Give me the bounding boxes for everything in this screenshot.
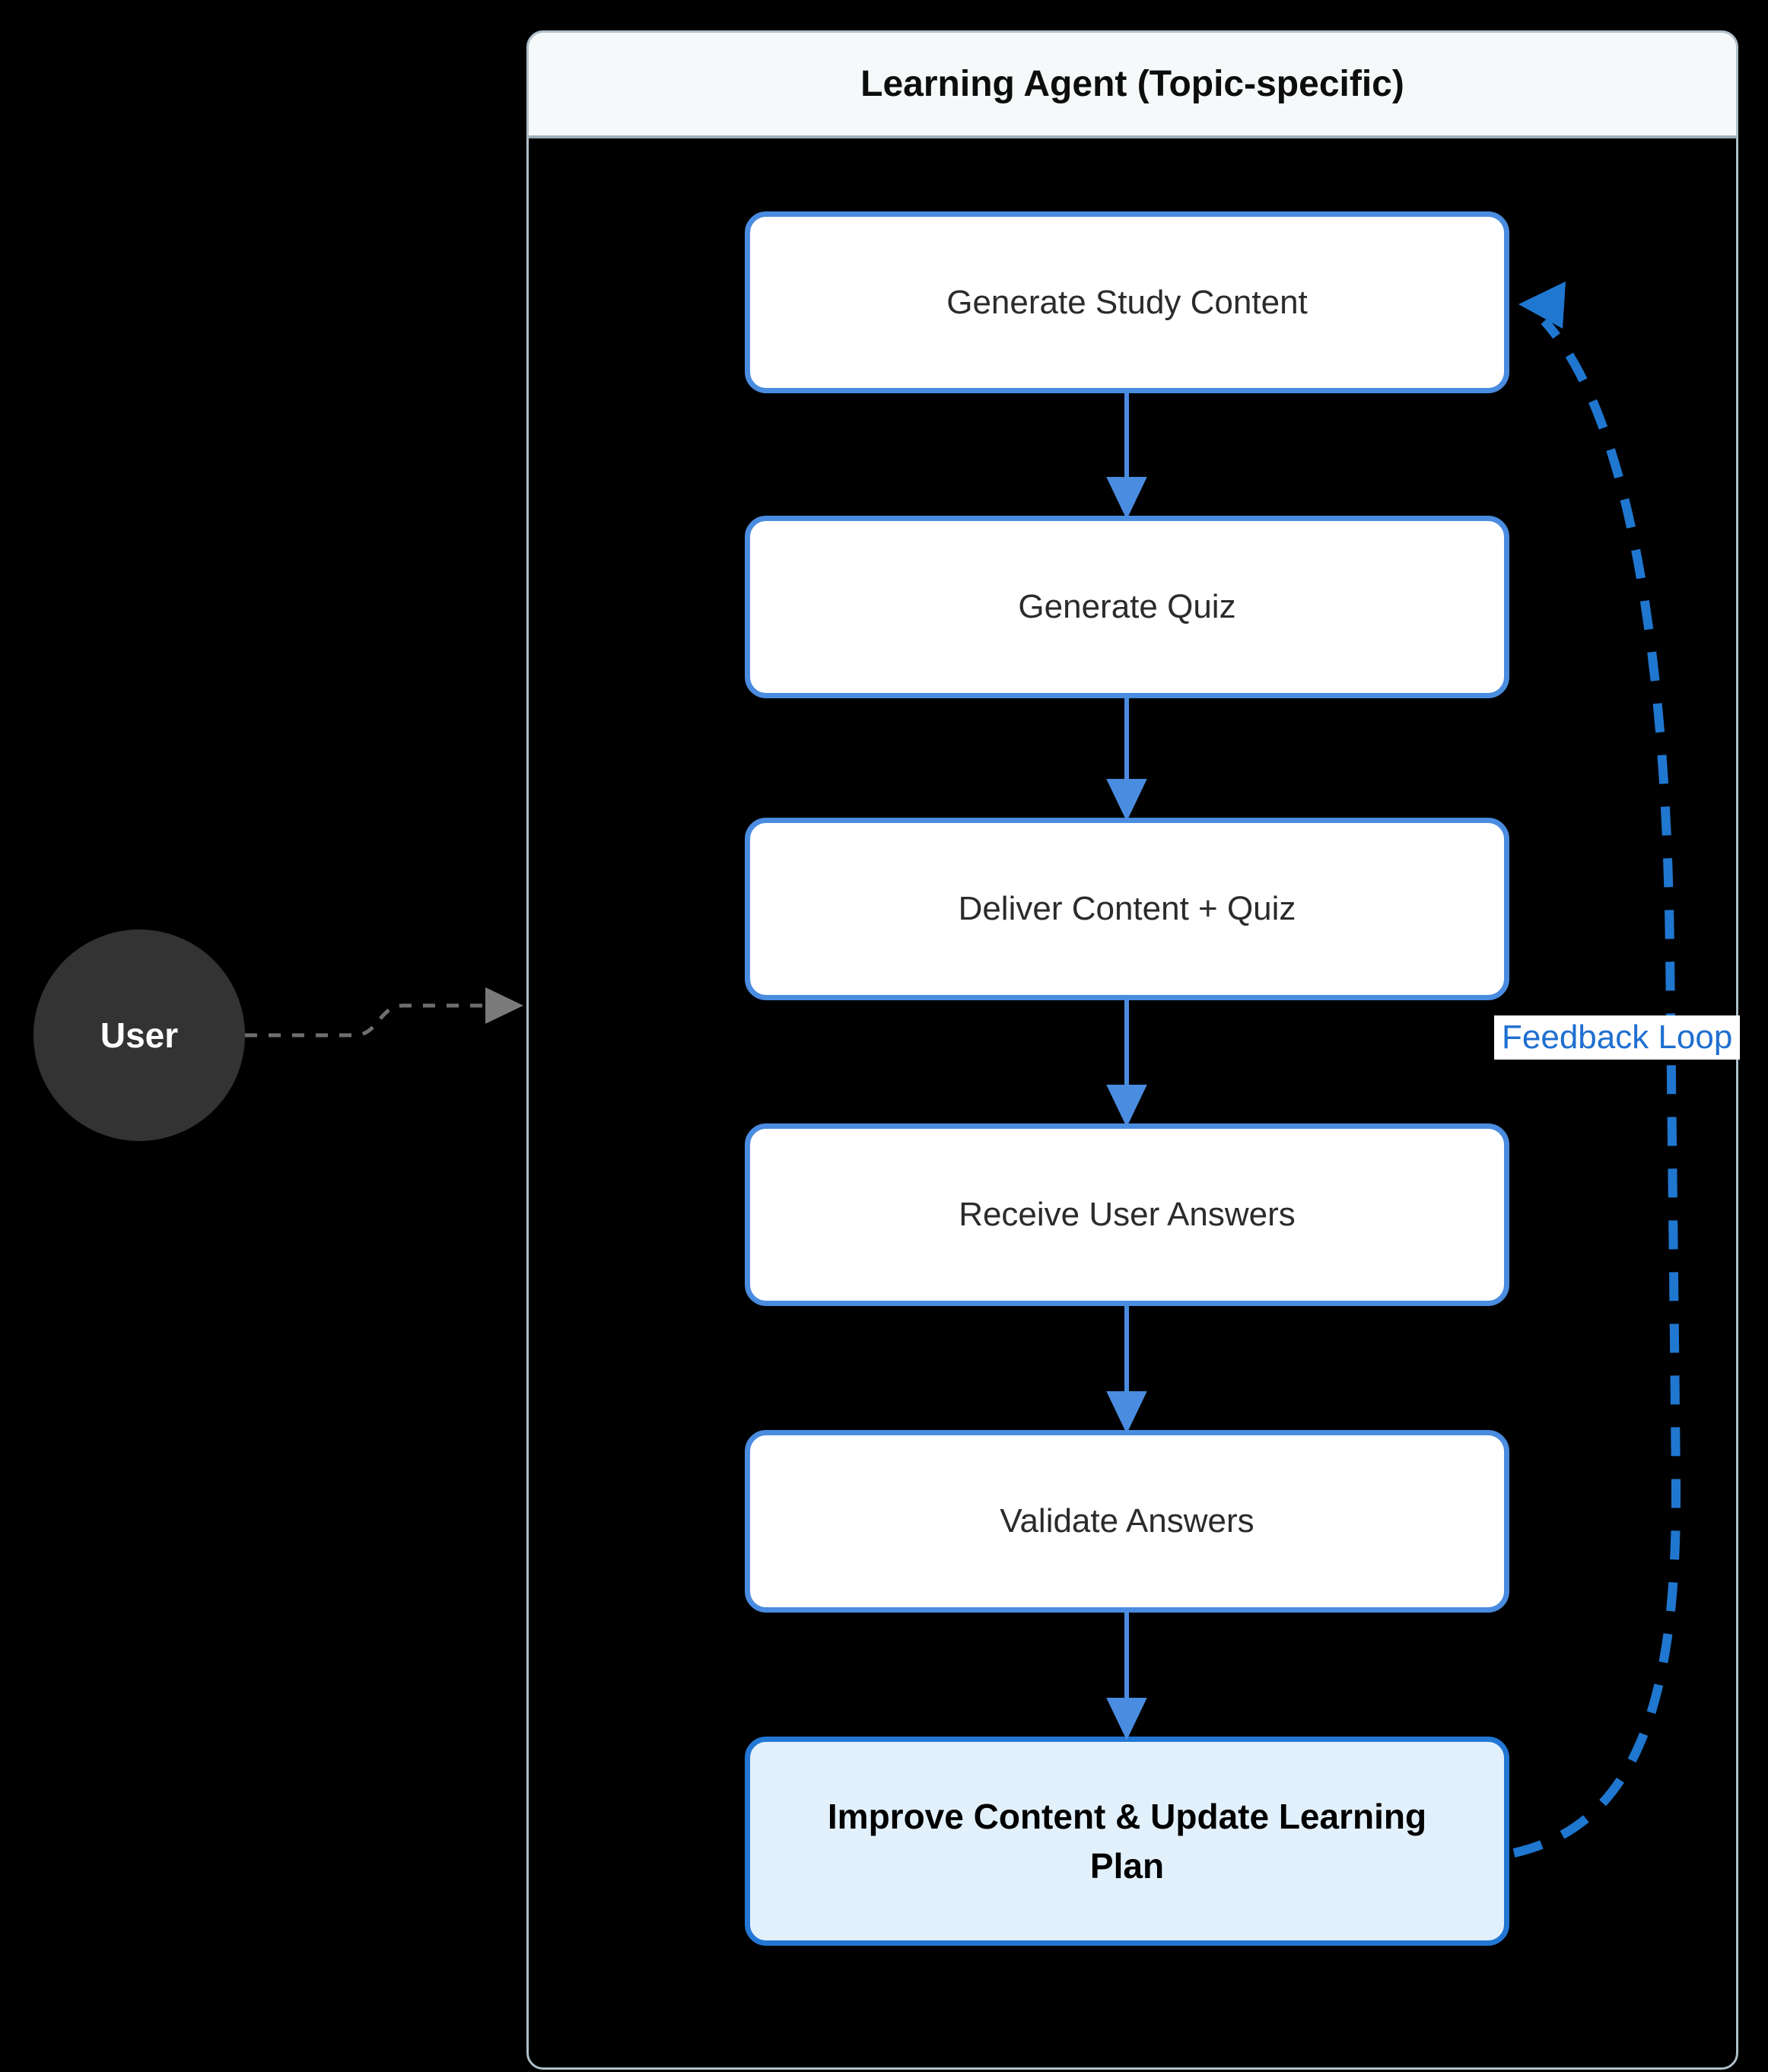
learning-agent-header: Learning Agent (Topic-specific): [526, 30, 1738, 138]
feedback-loop-label: Feedback Loop: [1494, 1015, 1741, 1060]
node-validate-answers: Validate Answers: [745, 1430, 1509, 1613]
node-receive-user-answers: Receive User Answers: [745, 1123, 1509, 1306]
node-generate-study-content: Generate Study Content: [745, 211, 1509, 393]
user-arrow-line: [245, 1003, 491, 1038]
node-generate-quiz: Generate Quiz: [745, 516, 1509, 698]
node-deliver-content-quiz: Deliver Content + Quiz: [745, 818, 1509, 1000]
user-arrowhead-icon: [485, 987, 523, 1024]
node-label: Generate Study Content: [946, 283, 1308, 321]
user-actor-circle: User: [33, 930, 245, 1141]
node-label: Improve Content & Update Learning Plan: [827, 1796, 1427, 1886]
feedback-loop-label-text: Feedback Loop: [1502, 1019, 1733, 1056]
node-label: Receive User Answers: [959, 1196, 1296, 1233]
node-improve-content-update-learning-plan: Improve Content & Update Learning Plan: [745, 1737, 1509, 1946]
node-label: Validate Answers: [1000, 1502, 1254, 1540]
node-label: Deliver Content + Quiz: [958, 890, 1296, 927]
node-label: Generate Quiz: [1018, 588, 1236, 625]
diagram-title: Learning Agent (Topic-specific): [860, 64, 1404, 104]
user-actor-label: User: [100, 1015, 179, 1055]
